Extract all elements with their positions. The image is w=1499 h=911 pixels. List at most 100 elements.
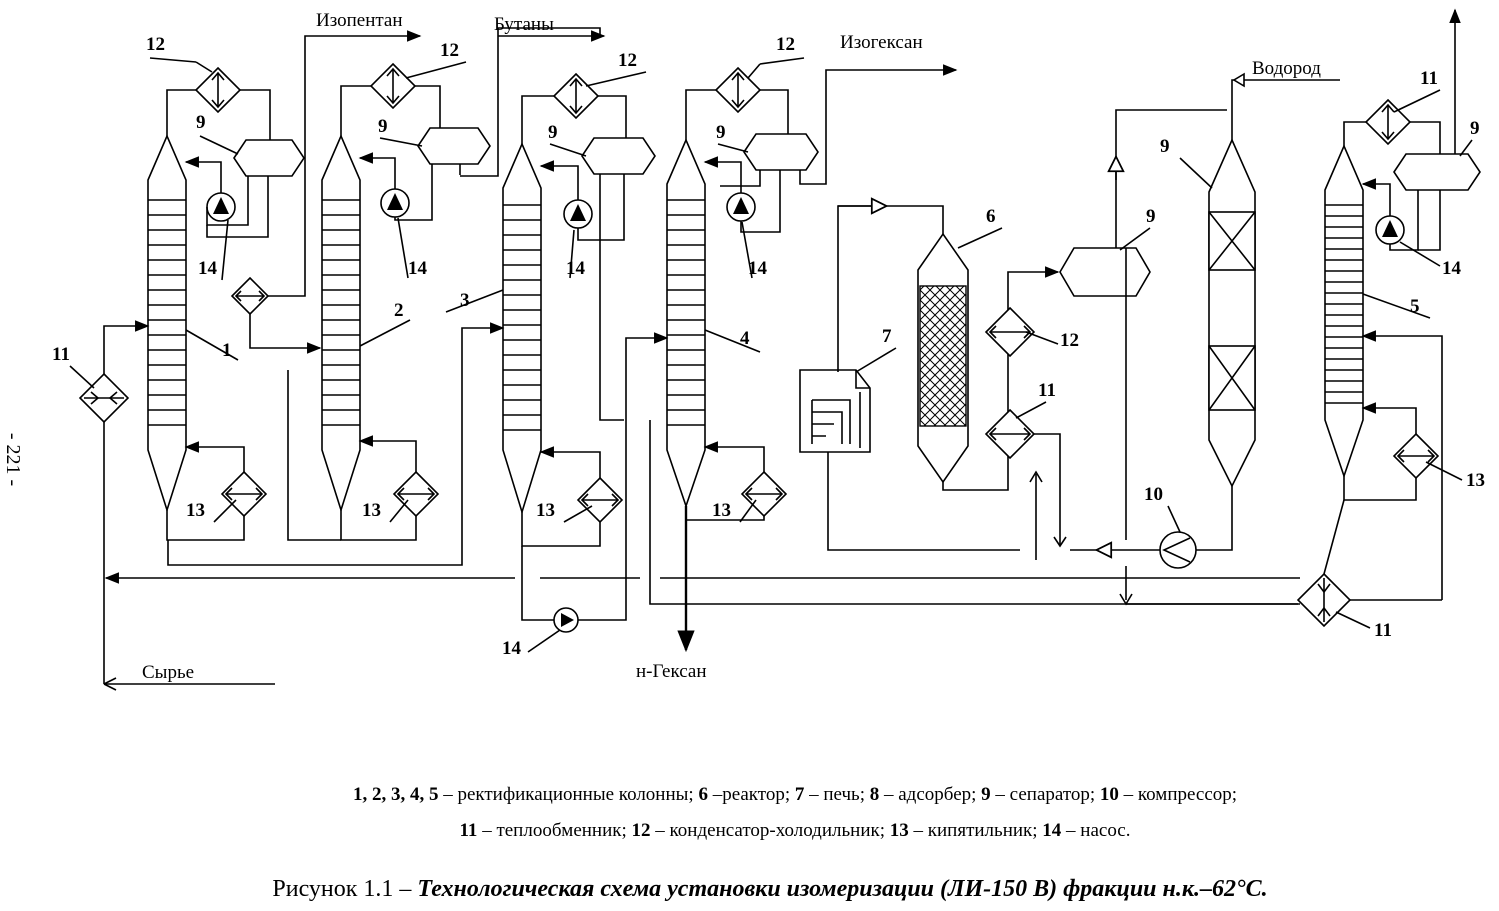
label-1: 1 bbox=[222, 340, 232, 361]
column-2-trays bbox=[322, 199, 360, 426]
number-labels: 12 12 12 12 9 9 9 9 14 14 14 14 14 14 1 … bbox=[52, 34, 1485, 659]
legend-text: – сепаратор; bbox=[990, 784, 1100, 805]
column-1 bbox=[147, 133, 187, 513]
caption-title: Технологическая схема установки изомериз… bbox=[417, 876, 1268, 902]
legend-text: – насос. bbox=[1061, 820, 1131, 841]
label-2: 2 bbox=[394, 300, 404, 321]
heat-exchanger-11-bottom bbox=[1296, 572, 1352, 628]
label-5: 5 bbox=[1410, 296, 1420, 317]
label-9-c: 9 bbox=[548, 122, 558, 143]
heat-exchanger-col1-col2 bbox=[230, 276, 270, 316]
column-5-trays bbox=[1325, 204, 1363, 404]
label-11-c: 11 bbox=[1420, 68, 1438, 89]
label-14-e: 14 bbox=[1442, 258, 1462, 279]
legend-number: 14 bbox=[1042, 820, 1062, 841]
legend-text: – теплообменник; bbox=[477, 820, 632, 841]
separator-9-col2 bbox=[417, 127, 491, 165]
label-13-e: 13 bbox=[1466, 470, 1485, 491]
furnace-7 bbox=[799, 369, 871, 453]
legend-text: – печь; bbox=[804, 784, 870, 805]
legend-number: 11 bbox=[459, 820, 478, 841]
column-1-trays bbox=[148, 199, 186, 426]
label-10: 10 bbox=[1144, 484, 1163, 505]
legend-number: 12 bbox=[631, 820, 651, 841]
pump-14-col4 bbox=[726, 192, 756, 222]
column-3-trays bbox=[503, 204, 541, 431]
legend-line-1: 1, 2, 3, 4, 5 – ректификационные колонны… bbox=[0, 784, 1499, 806]
condenser-12-reactor bbox=[984, 306, 1036, 358]
label-7: 7 bbox=[882, 326, 892, 347]
label-9-d: 9 bbox=[716, 122, 726, 143]
label-9-a: 9 bbox=[196, 112, 206, 133]
label-n-hexane: н-Гексан bbox=[636, 661, 707, 682]
legend-number: 7 bbox=[794, 784, 805, 805]
column-3 bbox=[502, 141, 542, 515]
legend-number: 9 bbox=[981, 784, 991, 805]
label-12-e: 12 bbox=[1060, 330, 1079, 351]
label-12-c: 12 bbox=[618, 50, 637, 71]
label-3: 3 bbox=[460, 290, 470, 311]
label-14-c: 14 bbox=[566, 258, 586, 279]
reboiler-13-col5 bbox=[1392, 432, 1440, 480]
label-13-a: 13 bbox=[186, 500, 205, 521]
pump-14-col3 bbox=[563, 199, 593, 229]
label-12-b: 12 bbox=[440, 40, 459, 61]
label-14-a: 14 bbox=[198, 258, 218, 279]
figure-caption: Рисунок 1.1 – Технологическая схема уста… bbox=[0, 876, 1499, 903]
label-9-g: 9 bbox=[1470, 118, 1480, 139]
label-13-d: 13 bbox=[712, 500, 731, 521]
caption-prefix: Рисунок 1.1 – bbox=[272, 876, 418, 902]
reboiler-13-col3 bbox=[576, 476, 624, 524]
label-6: 6 bbox=[986, 206, 996, 227]
pump-14-col5 bbox=[1375, 215, 1405, 245]
label-4: 4 bbox=[740, 328, 750, 349]
legend-text: –реактор; bbox=[707, 784, 795, 805]
legend-number: 8 bbox=[869, 784, 880, 805]
pump-14-col1 bbox=[206, 192, 236, 222]
legend-text: – компрессор; bbox=[1118, 784, 1238, 805]
label-hydrogen: Водород bbox=[1252, 58, 1321, 79]
column-5 bbox=[1324, 143, 1364, 479]
label-14-f: 14 bbox=[502, 638, 522, 659]
label-12-a: 12 bbox=[146, 34, 165, 55]
column-4 bbox=[666, 137, 706, 509]
legend-text: – конденсатор-холодильник; bbox=[650, 820, 890, 841]
column-4-trays bbox=[667, 199, 705, 426]
condenser-12-col1 bbox=[194, 66, 242, 114]
separator-9-col1 bbox=[233, 139, 305, 177]
reboiler-13-col1 bbox=[220, 470, 268, 518]
legend-number: 1, 2, 3, 4, 5 bbox=[352, 784, 439, 805]
legend-text: – ректификационные колонны; bbox=[438, 784, 699, 805]
separator-9-col4 bbox=[743, 133, 819, 171]
legend-number: 10 bbox=[1099, 784, 1119, 805]
adsorber-9-tall bbox=[1208, 138, 1256, 488]
pump-14-bottom bbox=[553, 607, 579, 633]
heat-exchanger-11-reactor bbox=[984, 408, 1036, 460]
label-14-b: 14 bbox=[408, 258, 428, 279]
label-12-d: 12 bbox=[776, 34, 795, 55]
column-2 bbox=[321, 133, 361, 513]
label-9-f: 9 bbox=[1160, 136, 1170, 157]
label-feed: Сырье bbox=[142, 662, 194, 683]
label-13-c: 13 bbox=[536, 500, 555, 521]
label-11-b: 11 bbox=[1038, 380, 1056, 401]
separator-9-reactor bbox=[1059, 247, 1151, 297]
condenser-12-col3 bbox=[552, 72, 600, 120]
label-isopentane: Изопентан bbox=[316, 10, 403, 31]
label-9-b: 9 bbox=[378, 116, 388, 137]
pump-14-col2 bbox=[380, 188, 410, 218]
label-11-a: 11 bbox=[52, 344, 70, 365]
label-9-e: 9 bbox=[1146, 206, 1156, 227]
compressor-10 bbox=[1159, 531, 1197, 569]
legend-number: 13 bbox=[889, 820, 909, 841]
heat-exchanger-11-col5 bbox=[1364, 98, 1412, 146]
legend-number: 6 bbox=[698, 784, 708, 805]
condenser-12-col4 bbox=[714, 66, 762, 114]
reactor-6 bbox=[917, 232, 969, 484]
label-butanes: Бутаны bbox=[494, 14, 554, 35]
label-14-d: 14 bbox=[748, 258, 768, 279]
legend-text: – кипятильник; bbox=[908, 820, 1043, 841]
legend-line-2: 11 – теплообменник; 12 – конденсатор-хол… bbox=[0, 820, 1499, 842]
label-11-d: 11 bbox=[1374, 620, 1392, 641]
